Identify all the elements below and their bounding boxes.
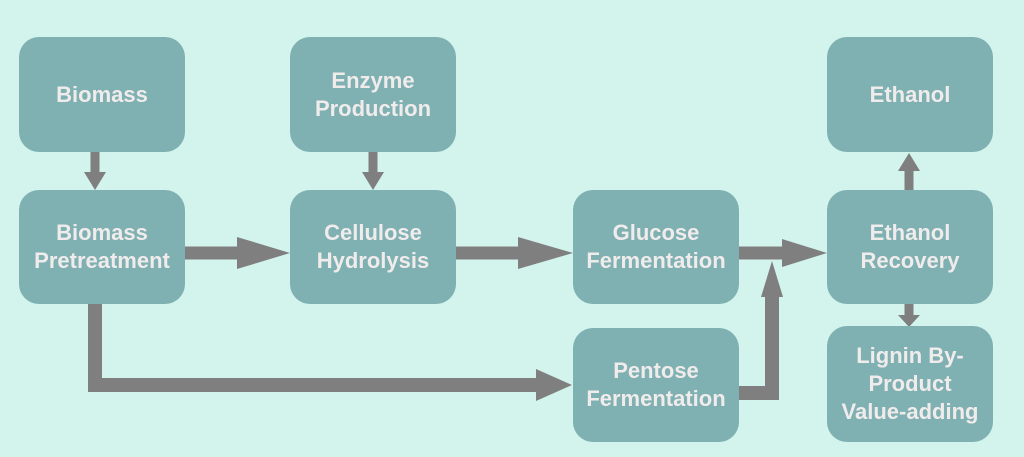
- node-glucose-fermentation: Glucose Fermentation: [573, 190, 739, 304]
- node-enzyme-production-label: Enzyme Production: [314, 67, 432, 121]
- node-ethanol-recovery: Ethanol Recovery: [827, 190, 993, 304]
- node-lignin-byproduct-label: Lignin By-Product Value-adding: [841, 343, 979, 424]
- arrow-hydrolysis-to-glucose: [456, 237, 573, 269]
- node-lignin-byproduct: Lignin By-Product Value-adding: [827, 326, 993, 442]
- arrow-pretreatment-to-hydrolysis: [185, 237, 290, 269]
- node-ethanol: Ethanol: [827, 37, 993, 152]
- node-enzyme-production: Enzyme Production: [290, 37, 456, 152]
- node-ethanol-label: Ethanol: [869, 81, 951, 107]
- node-biomass: Biomass: [19, 37, 185, 152]
- node-biomass-label: Biomass: [56, 81, 148, 107]
- node-biomass-pretreatment: Biomass Pretreatment: [19, 190, 185, 304]
- node-pentose-fermentation-label: Pentose Fermentation: [586, 358, 726, 411]
- node-ethanol-recovery-label: Ethanol Recovery: [860, 220, 960, 273]
- arrow-enzyme-to-hydrolysis: [362, 152, 384, 190]
- arrow-pentose-merge-to-recovery: [739, 261, 783, 400]
- arrow-recovery-to-ethanol: [898, 153, 920, 190]
- arrow-biomass-to-pretreatment: [84, 152, 106, 190]
- node-glucose-fermentation-label: Glucose Fermentation: [586, 220, 726, 273]
- arrow-pretreatment-to-pentose: [88, 304, 572, 401]
- node-cellulose-hydrolysis-label: Cellulose Hydrolysis: [316, 220, 430, 273]
- node-cellulose-hydrolysis: Cellulose Hydrolysis: [290, 190, 456, 304]
- arrow-glucose-to-recovery: [739, 239, 827, 267]
- node-pentose-fermentation: Pentose Fermentation: [573, 328, 739, 442]
- arrow-recovery-to-lignin: [898, 304, 920, 327]
- node-biomass-pretreatment-label: Biomass Pretreatment: [34, 220, 170, 273]
